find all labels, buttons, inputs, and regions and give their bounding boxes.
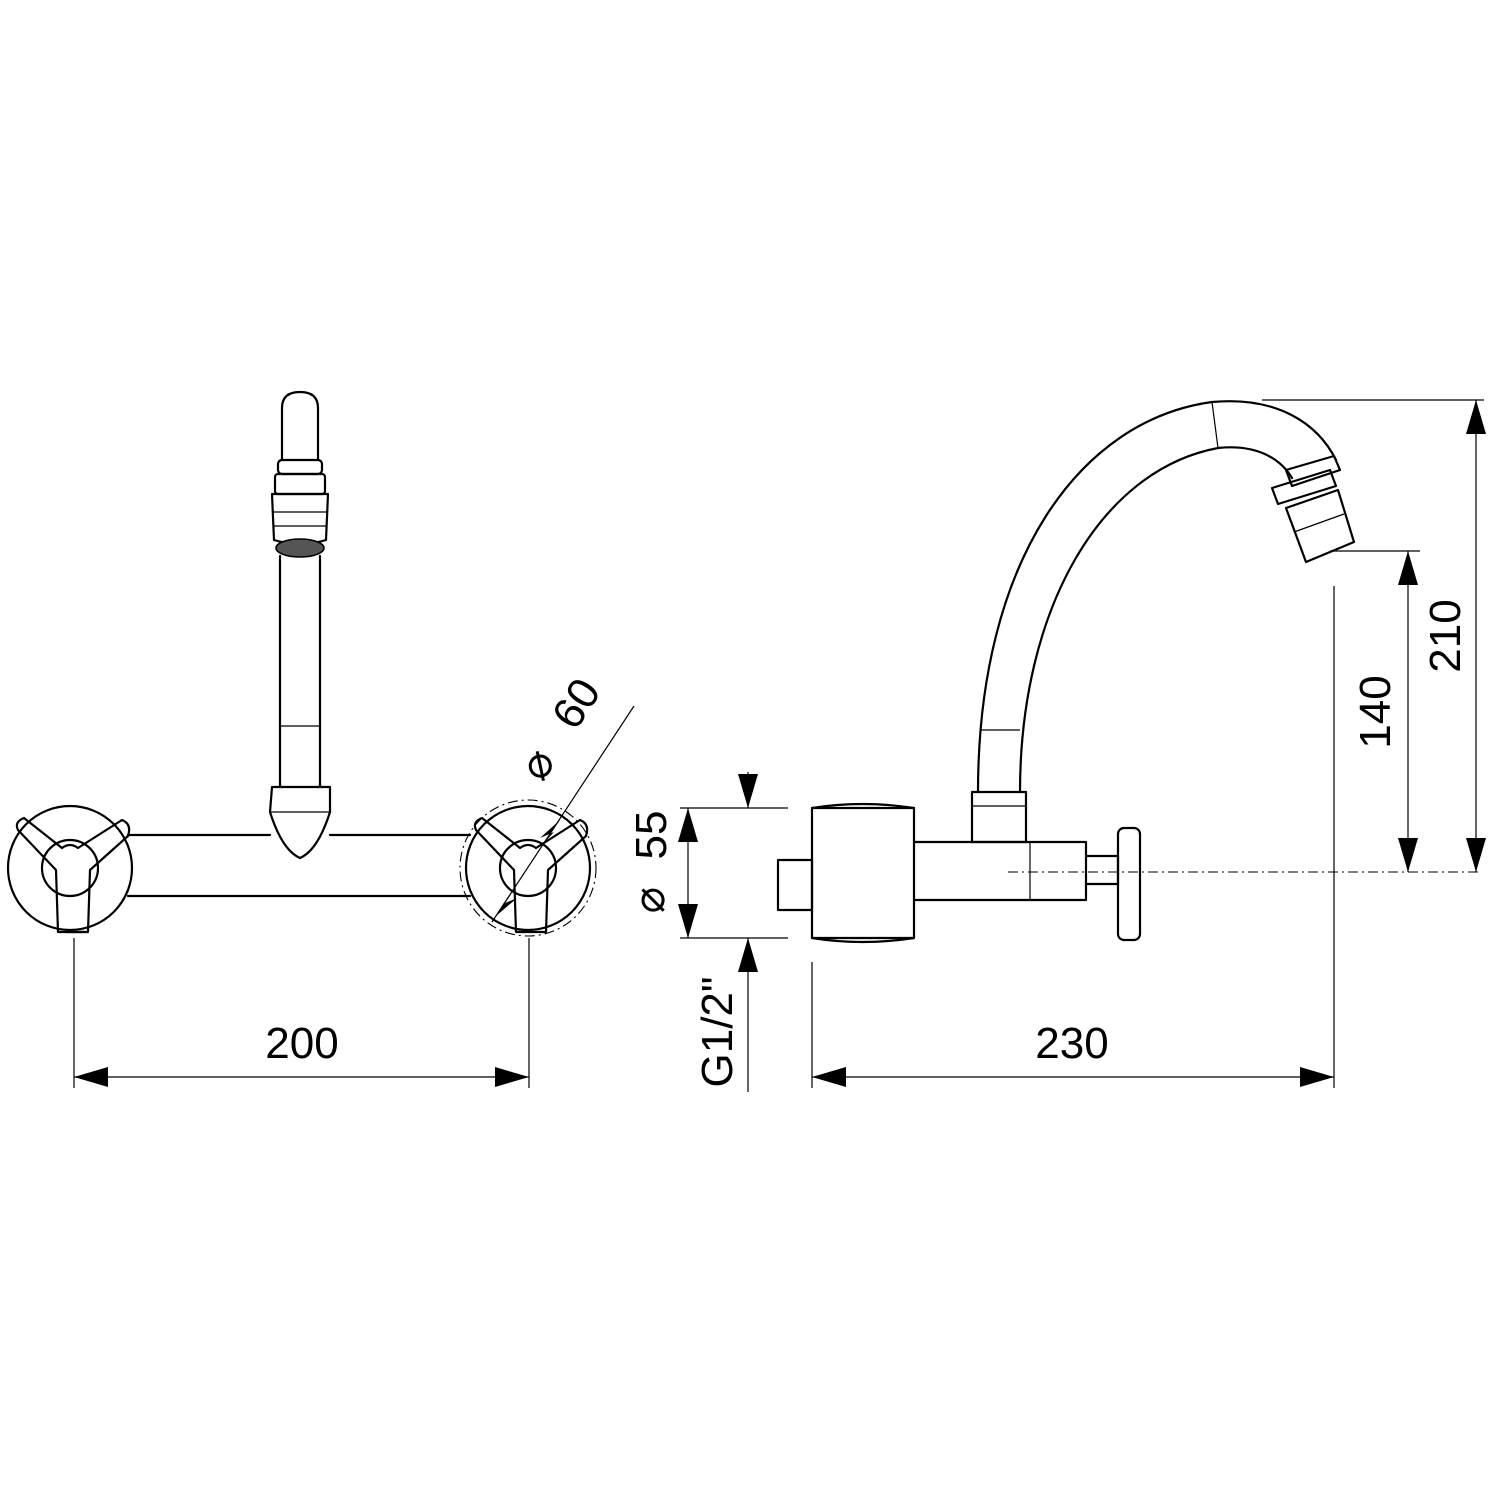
label-width-front: 200 xyxy=(265,1019,338,1068)
dim-width-front xyxy=(73,938,530,1088)
diameter-symbol-60-icon: ⌀ xyxy=(509,739,566,789)
side-inlet-stub xyxy=(776,858,814,912)
left-handle-lever-icon xyxy=(15,816,131,934)
label-thread-size: G1/2" xyxy=(693,976,742,1087)
diameter-symbol-55-icon: ⌀ xyxy=(624,887,675,914)
side-body xyxy=(912,840,1088,902)
side-aerator xyxy=(1270,454,1356,564)
right-handle xyxy=(459,799,597,937)
label-knob-diameter-55: 55 xyxy=(627,811,676,860)
dim-spout-height xyxy=(1398,551,1418,872)
label-knob-diameter-60: 60 xyxy=(543,670,611,738)
side-view xyxy=(678,399,1486,1092)
side-handle xyxy=(1084,854,1120,886)
aerator-mesh-icon xyxy=(275,538,325,558)
dim-depth xyxy=(811,586,1335,1088)
front-spout xyxy=(270,390,330,789)
right-handle-lever-icon xyxy=(473,816,589,934)
front-body xyxy=(126,833,472,898)
side-curved-spout xyxy=(976,400,1338,794)
dim-thread xyxy=(738,772,788,1092)
left-handle xyxy=(6,804,134,934)
side-wall-mount xyxy=(810,806,916,940)
front-view xyxy=(6,390,635,1088)
dim-knob-55 xyxy=(678,807,742,939)
side-spout-collar xyxy=(970,790,1028,844)
label-total-height: 210 xyxy=(1421,599,1470,672)
front-spout-collar xyxy=(268,785,332,860)
label-spout-height: 140 xyxy=(1351,675,1400,748)
label-depth: 230 xyxy=(1035,1019,1108,1068)
diameter-leader xyxy=(491,705,635,923)
dim-total-height xyxy=(1466,400,1486,872)
